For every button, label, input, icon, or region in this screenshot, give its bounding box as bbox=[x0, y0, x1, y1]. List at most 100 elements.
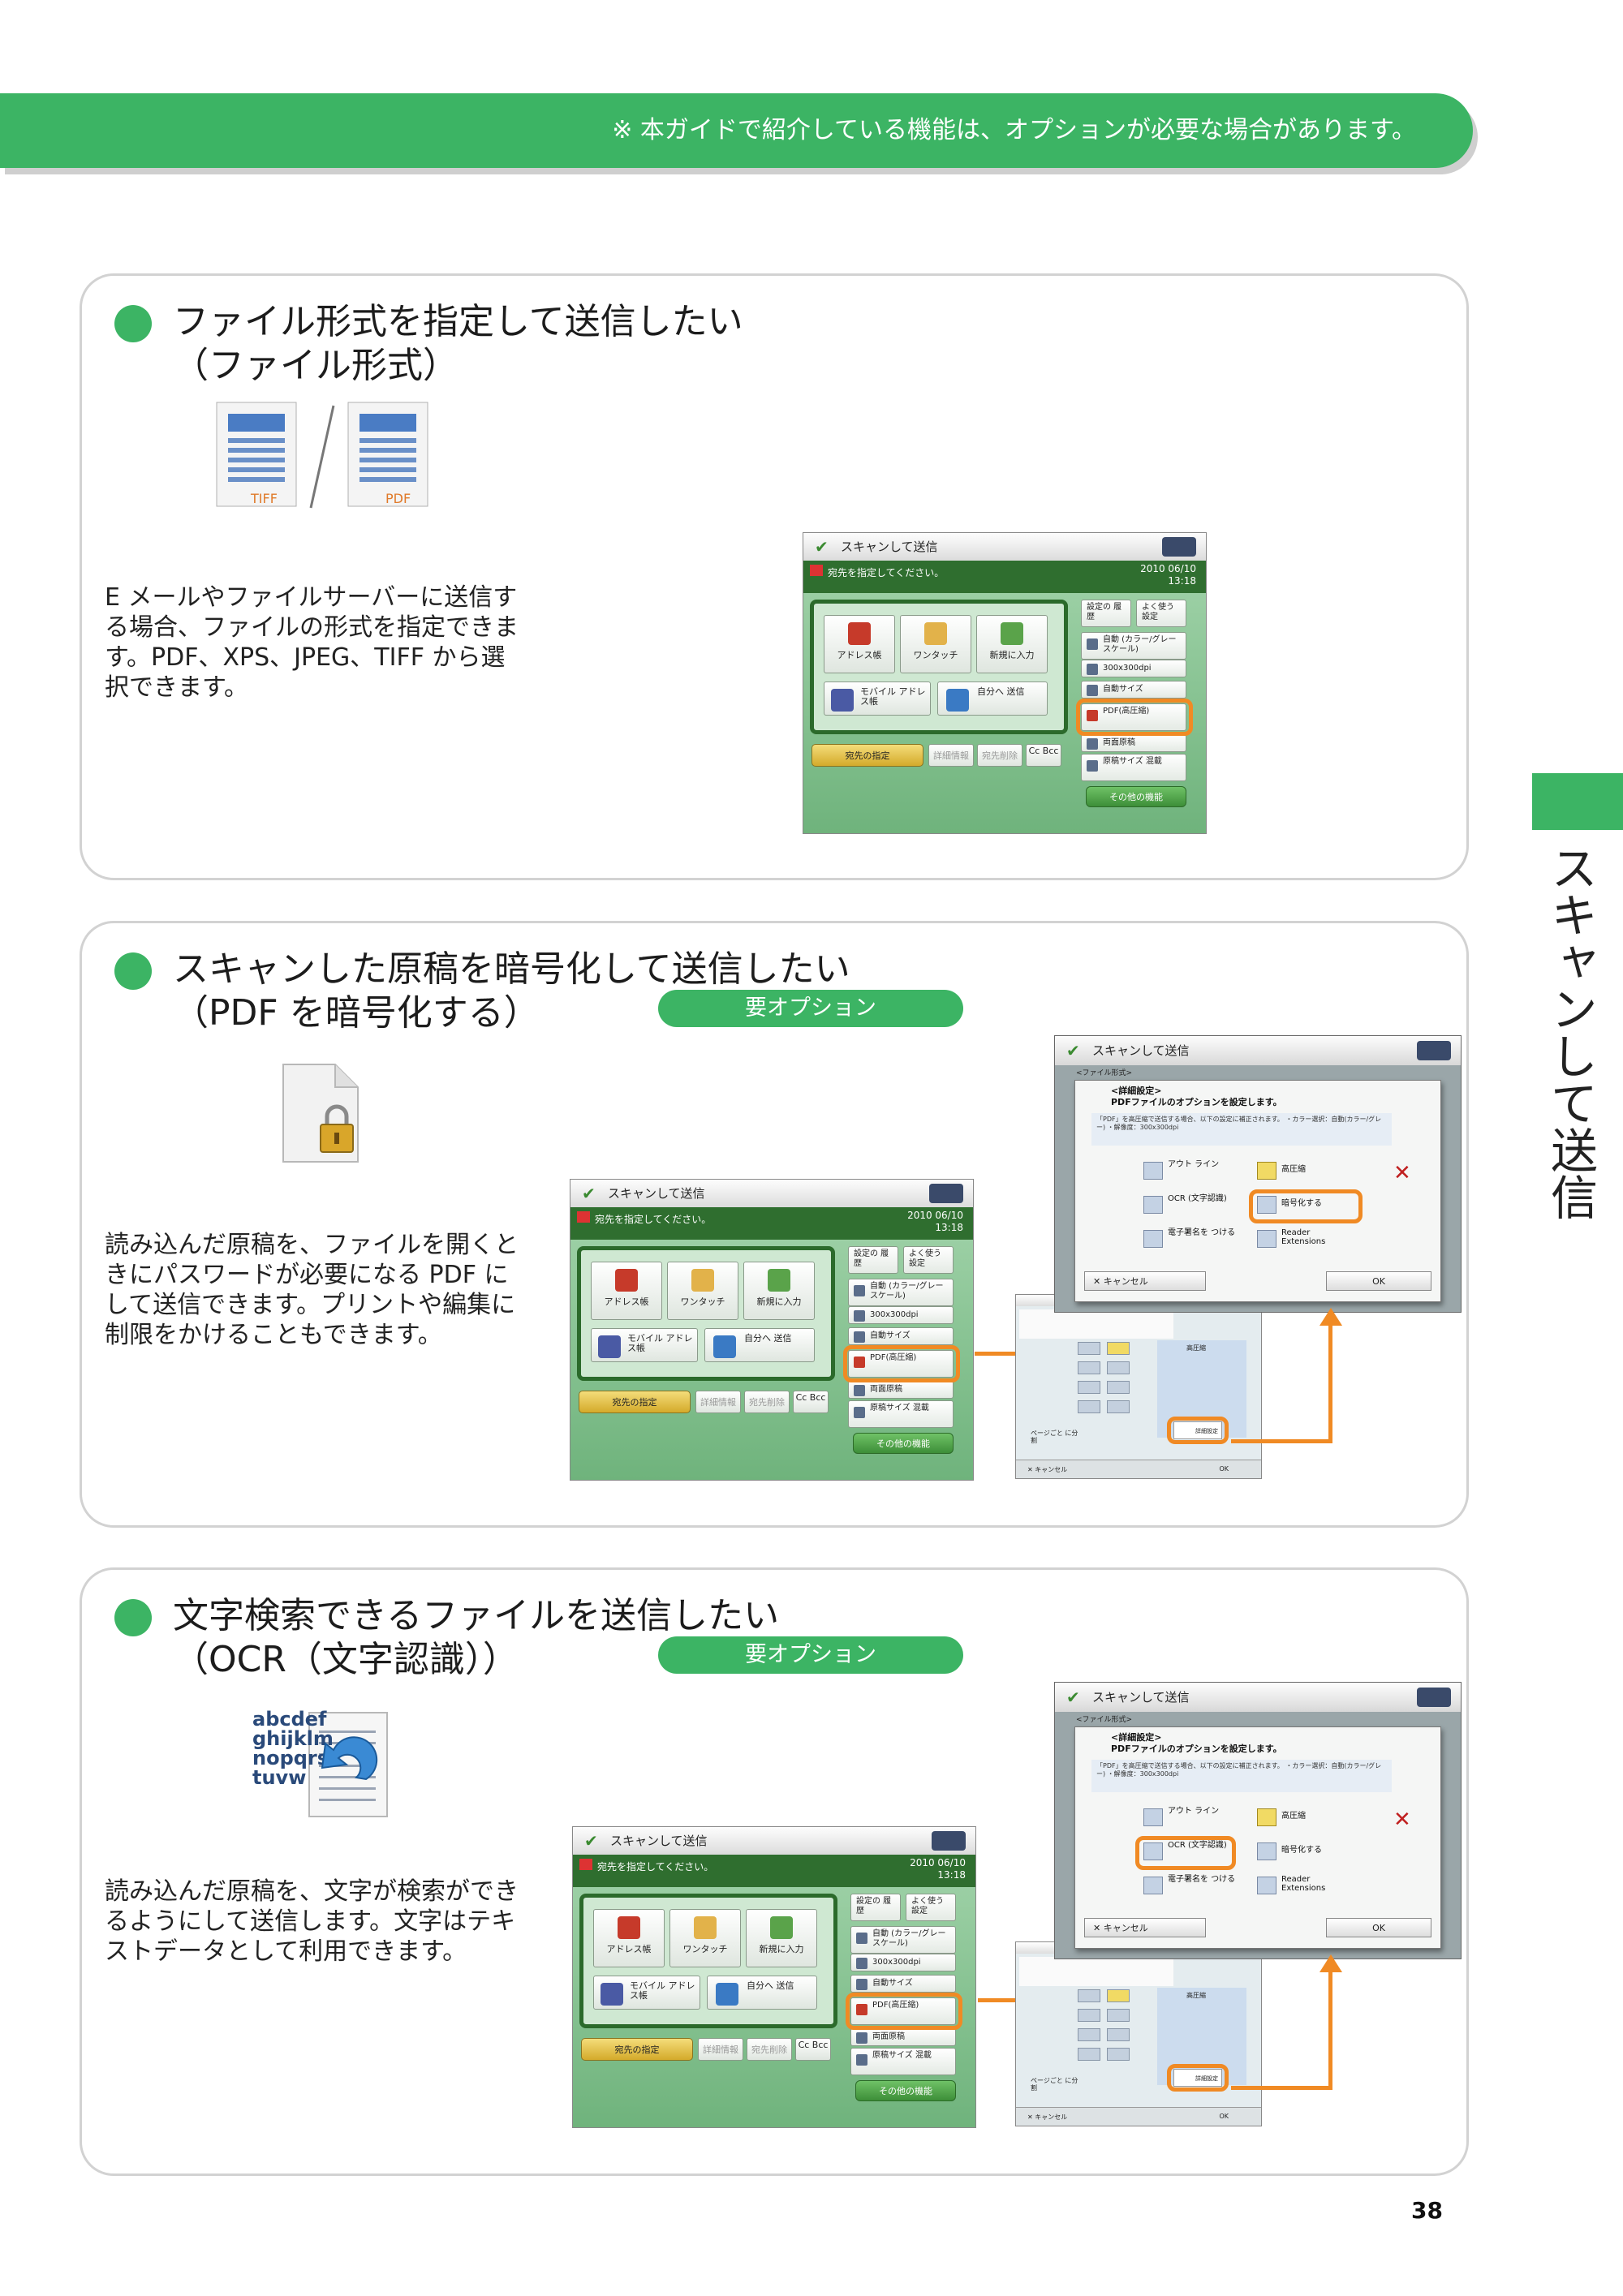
detail-info-button[interactable]: 詳細情報 bbox=[695, 1391, 741, 1413]
detail-settings-button[interactable]: 詳細設定 bbox=[1173, 1421, 1222, 1439]
hand-icon bbox=[691, 1269, 714, 1292]
section-title: ファイル形式を指定して送信したい bbox=[173, 301, 743, 342]
ok-button[interactable]: OK bbox=[1219, 1465, 1229, 1473]
new-entry-button[interactable]: 新規に入力 bbox=[976, 615, 1048, 673]
cancel-button[interactable]: ✕ キャンセル bbox=[1084, 1271, 1206, 1291]
ocr-option[interactable]: OCR (文字認識) bbox=[1143, 1194, 1241, 1215]
cancel-button[interactable]: ✕ キャンセル bbox=[1027, 1466, 1068, 1473]
color-select-button[interactable]: 自動 (カラー/グレースケール) bbox=[850, 1926, 956, 1954]
file-format-button[interactable]: PDF(高圧縮) bbox=[850, 1997, 956, 2025]
cc-bcc-button[interactable]: Cc Bcc bbox=[793, 1391, 829, 1413]
destination-button[interactable]: 宛先の指定 bbox=[579, 1391, 691, 1413]
ok-button[interactable]: OK bbox=[1219, 2113, 1229, 2120]
other-functions-button[interactable]: その他の機能 bbox=[853, 1433, 954, 1454]
file-format-button[interactable]: PDF(高圧縮) bbox=[848, 1350, 954, 1378]
mixed-icon bbox=[856, 2054, 867, 2066]
cancel-button[interactable]: ✕ キャンセル bbox=[1027, 2113, 1068, 2121]
book-icon bbox=[848, 622, 871, 645]
mobile-address-button[interactable]: モバイル アドレス帳 bbox=[591, 1328, 698, 1362]
auto-size-button[interactable]: 自動サイズ bbox=[848, 1327, 954, 1345]
encrypt-option[interactable]: 暗号化する bbox=[1257, 1194, 1354, 1215]
ok-button[interactable]: OK bbox=[1326, 1918, 1431, 1937]
file-format-button[interactable]: PDF(高圧縮) bbox=[1081, 703, 1186, 731]
mixed-size-button[interactable]: 原稿サイズ 混載 bbox=[1081, 754, 1186, 781]
destination-button[interactable]: 宛先の指定 bbox=[812, 744, 923, 767]
new-entry-button[interactable]: 新規に入力 bbox=[746, 1909, 817, 1967]
resolution-button[interactable]: 300x300dpi bbox=[850, 1954, 956, 1971]
color-select-button[interactable]: 自動 (カラー/グレースケール) bbox=[848, 1279, 954, 1306]
signature-icon bbox=[1143, 1230, 1163, 1248]
section-title: 文字検索できるファイルを送信したい bbox=[173, 1595, 780, 1636]
detail-info-button[interactable]: 詳細情報 bbox=[928, 744, 974, 767]
delete-destination-button[interactable]: 宛先削除 bbox=[747, 2038, 792, 2061]
check-icon: ✔ bbox=[1066, 1688, 1080, 1707]
reader-extensions-option[interactable]: Reader Extensions bbox=[1257, 1875, 1354, 1896]
duplex-button[interactable]: 両面原稿 bbox=[850, 2028, 956, 2046]
resolution-button[interactable]: 300x300dpi bbox=[848, 1306, 954, 1324]
check-icon: ✔ bbox=[1066, 1041, 1080, 1060]
encrypted-file-icon bbox=[282, 1064, 359, 1163]
section-title: スキャンした原稿を暗号化して送信したい bbox=[173, 948, 850, 990]
hand-icon bbox=[924, 622, 947, 645]
mobile-address-button[interactable]: モバイル アドレス帳 bbox=[824, 681, 931, 716]
delete-destination-button[interactable]: 宛先削除 bbox=[977, 744, 1022, 767]
compact-option[interactable]: 高圧縮 bbox=[1257, 1160, 1354, 1181]
history-button[interactable]: 設定の 履歴 bbox=[848, 1246, 898, 1274]
cc-bcc-button[interactable]: Cc Bcc bbox=[1026, 744, 1061, 767]
warning-icon bbox=[579, 1859, 592, 1870]
send-to-myself-button[interactable]: 自分へ 送信 bbox=[707, 1976, 817, 2010]
destination-button[interactable]: 宛先の指定 bbox=[581, 2038, 693, 2061]
adobe-pdf-icon: ✕ bbox=[1393, 1808, 1411, 1832]
resolution-button[interactable]: 300x300dpi bbox=[1081, 660, 1186, 677]
cancel-button[interactable]: ✕ キャンセル bbox=[1084, 1918, 1206, 1937]
ok-button[interactable]: OK bbox=[1326, 1271, 1431, 1291]
ocr-option[interactable]: OCR (文字認識) bbox=[1143, 1841, 1241, 1862]
duplex-button[interactable]: 両面原稿 bbox=[848, 1381, 954, 1399]
mobile-icon bbox=[831, 689, 854, 712]
other-functions-button[interactable]: その他の機能 bbox=[855, 2080, 956, 2101]
other-functions-button[interactable]: その他の機能 bbox=[1086, 786, 1186, 807]
mixed-size-button[interactable]: 原稿サイズ 混載 bbox=[850, 2048, 956, 2075]
address-panel: アドレス帳 ワンタッチ 新規に入力 モバイル アドレス帳 自分へ 送信 bbox=[810, 600, 1068, 734]
address-book-button[interactable]: アドレス帳 bbox=[591, 1262, 662, 1320]
color-select-button[interactable]: 自動 (カラー/グレースケール) bbox=[1081, 632, 1186, 660]
history-button[interactable]: 設定の 履歴 bbox=[850, 1894, 901, 1921]
detail-settings-button[interactable]: 詳細設定 bbox=[1173, 2069, 1222, 2087]
highlight-frame bbox=[1249, 1189, 1363, 1223]
mobile-address-button[interactable]: モバイル アドレス帳 bbox=[593, 1976, 700, 2010]
detail-info-button[interactable]: 詳細情報 bbox=[698, 2038, 743, 2061]
cc-bcc-button[interactable]: Cc Bcc bbox=[795, 2038, 831, 2061]
outline-option[interactable]: アウト ライン bbox=[1143, 1807, 1241, 1828]
mixed-size-button[interactable]: 原稿サイズ 混載 bbox=[848, 1400, 954, 1428]
one-touch-button[interactable]: ワンタッチ bbox=[667, 1262, 738, 1320]
favorites-button[interactable]: よく使う 設定 bbox=[1136, 600, 1186, 627]
outline-option[interactable]: アウト ライン bbox=[1143, 1160, 1241, 1181]
pdf-icon bbox=[1087, 710, 1098, 721]
delete-destination-button[interactable]: 宛先削除 bbox=[744, 1391, 790, 1413]
favorites-button[interactable]: よく使う 設定 bbox=[903, 1246, 954, 1274]
encrypt-option[interactable]: 暗号化する bbox=[1257, 1841, 1354, 1862]
color-icon bbox=[1087, 638, 1098, 650]
mixed-icon bbox=[854, 1407, 865, 1418]
address-book-button[interactable]: アドレス帳 bbox=[824, 615, 895, 673]
address-book-button[interactable]: アドレス帳 bbox=[593, 1909, 665, 1967]
send-to-myself-button[interactable]: 自分へ 送信 bbox=[937, 681, 1048, 716]
one-touch-button[interactable]: ワンタッチ bbox=[900, 615, 971, 673]
auto-size-button[interactable]: 自動サイズ bbox=[1081, 681, 1186, 699]
auto-size-button[interactable]: 自動サイズ bbox=[850, 1975, 956, 1993]
digital-signature-option[interactable]: 電子署名を つける bbox=[1143, 1228, 1241, 1249]
bullet-icon bbox=[114, 1599, 152, 1636]
favorites-button[interactable]: よく使う 設定 bbox=[906, 1894, 956, 1921]
history-button[interactable]: 設定の 履歴 bbox=[1081, 600, 1131, 627]
compact-option[interactable]: 高圧縮 bbox=[1257, 1807, 1354, 1828]
dialog-breadcrumb: <ファイル形式> bbox=[1076, 1716, 1133, 1724]
reader-icon bbox=[1257, 1877, 1276, 1894]
reader-extensions-option[interactable]: Reader Extensions bbox=[1257, 1228, 1354, 1249]
one-touch-button[interactable]: ワンタッチ bbox=[669, 1909, 741, 1967]
new-entry-button[interactable]: 新規に入力 bbox=[743, 1262, 815, 1320]
duplex-button[interactable]: 両面原稿 bbox=[1081, 734, 1186, 752]
signature-icon bbox=[1143, 1877, 1163, 1894]
send-to-myself-button[interactable]: 自分へ 送信 bbox=[704, 1328, 815, 1362]
digital-signature-option[interactable]: 電子署名を つける bbox=[1143, 1875, 1241, 1896]
